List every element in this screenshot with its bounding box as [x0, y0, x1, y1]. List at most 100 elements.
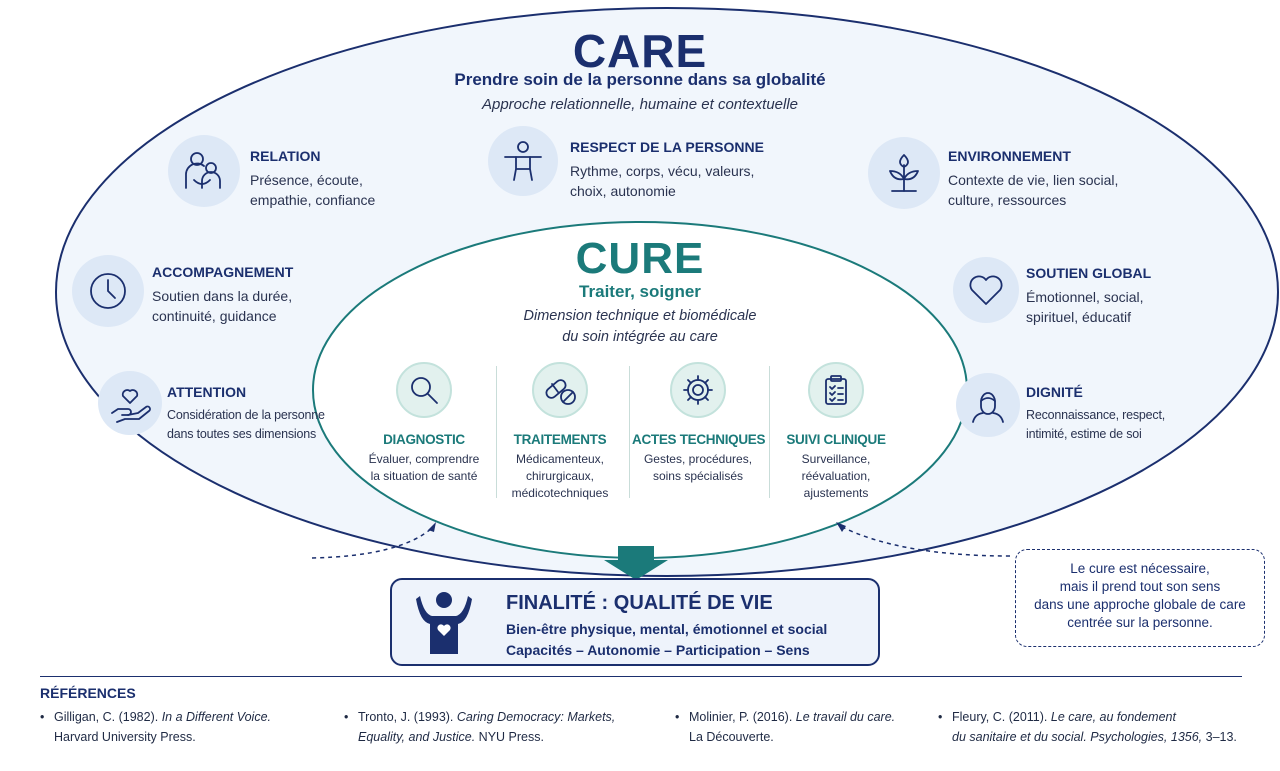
pills-icon [532, 362, 588, 418]
ref-line2-post: NYU Press. [475, 730, 544, 744]
plant-icon [868, 137, 940, 209]
care-description: Approche relationnelle, humaine et conte… [481, 96, 799, 113]
right-arrow-head [836, 522, 846, 532]
care-subtitle: Prendre soin de la personne dans sa glob… [454, 70, 826, 89]
ref-line2: La Découverte. [689, 730, 774, 744]
cure-divider [629, 366, 630, 498]
heart-icon [953, 257, 1019, 323]
bullet: • [675, 710, 680, 724]
item-title: SOUTIEN GLOBAL [1026, 265, 1152, 281]
bullet: • [344, 710, 349, 724]
ref-pre: Gilligan, C. (1982). [54, 710, 162, 724]
note-line: Le cure est nécessaire, [1070, 561, 1210, 576]
cure-col-line: Surveillance, [801, 452, 871, 466]
down-arrow [604, 546, 668, 580]
finalite-box [390, 578, 880, 666]
ref-pre: Fleury, C. (2011). [952, 710, 1051, 724]
item-desc: Considération de la personne dans toutes… [167, 406, 325, 444]
ref-line2-italic: du sanitaire et du social. Psychologies,… [952, 730, 1203, 744]
cure-col-desc: Médicamenteux, chirurgicaux, médicotechn… [494, 451, 626, 502]
item-desc: Reconnaissance, respect, intimité, estim… [1026, 406, 1165, 444]
ref-pre: Tronto, J. (1993). [358, 710, 457, 724]
cure-col-traitements: TRAITEMENTS Médicamenteux, chirurgicaux,… [494, 362, 626, 502]
care-item-attention: ATTENTION Considération de la personne d… [167, 384, 325, 444]
item-line: Reconnaissance, respect, [1026, 408, 1166, 422]
cure-divider [496, 366, 497, 498]
ref-italic: Le care, au fondement [1050, 710, 1176, 724]
item-line: Émotionnel, social, [1026, 289, 1144, 305]
item-line: Considération de la personne [167, 408, 325, 422]
cure-description: Dimension technique et biomédicale du so… [0, 306, 1280, 348]
care-item-environnement: ENVIRONNEMENT Contexte de vie, lien soci… [948, 148, 1118, 210]
note-line: dans une approche globale de care [1034, 597, 1246, 612]
left-arrow-head [428, 522, 436, 532]
note-line: mais il prend tout son sens [1059, 579, 1221, 594]
item-line: intimité, estime de soi [1026, 427, 1142, 441]
finalite-title: FINALITÉ : QUALITÉ DE VIE [506, 592, 773, 614]
cure-col-line: Gestes, procédures, [643, 452, 753, 466]
ref-italic: In a Different Voice. [161, 710, 272, 724]
cure-col-suivi-clinique: SUIVI CLINIQUE Surveillance, réévaluatio… [770, 362, 902, 502]
item-title: RESPECT DE LA PERSONNE [570, 139, 764, 155]
cure-description-line: du soin intégrée au care [562, 329, 718, 345]
item-line: Rythme, corps, vécu, valeurs, [570, 163, 755, 179]
ref-italic: Caring Democracy: Markets, [456, 710, 616, 724]
ref-line2-italic: Equality, and Justice. [358, 730, 476, 744]
cure-col-line: Évaluer, comprendre [368, 452, 480, 466]
left-dashed-arrow [311, 527, 433, 559]
cure-col-line: réévaluation, [801, 469, 871, 483]
cure-col-line: chirurgicaux, [525, 469, 595, 483]
care-item-accompagnement: ACCOMPAGNEMENT Soutien dans la durée, co… [152, 264, 293, 326]
finalite-line-2: Capacités – Autonomie – Participation – … [506, 642, 810, 658]
item-title: DIGNITÉ [1026, 384, 1083, 400]
cure-col-desc: Gestes, procédures, soins spécialisés [632, 451, 764, 485]
item-line: empathie, confiance [250, 192, 376, 208]
cure-col-line: la situation de santé [370, 469, 478, 483]
cure-col-actes-techniques: ACTES TECHNIQUES Gestes, procédures, soi… [632, 362, 766, 485]
bullet: • [938, 710, 943, 724]
item-desc: Soutien dans la durée, continuité, guida… [152, 286, 293, 326]
item-title: ACCOMPAGNEMENT [152, 264, 294, 280]
cure-col-line: ajustements [803, 486, 869, 500]
item-title: ENVIRONNEMENT [948, 148, 1071, 164]
ref-pre: Molinier, P. (2016). [689, 710, 796, 724]
care-item-soutien-global: SOUTIEN GLOBAL Émotionnel, social, spiri… [1026, 265, 1151, 327]
cure-col-title: SUIVI CLINIQUE [786, 432, 886, 447]
cure-description-line: Dimension technique et biomédicale [523, 308, 757, 324]
item-line: dans toutes ses dimensions [167, 427, 317, 441]
cure-col-diagnostic: DIAGNOSTIC Évaluer, comprendre la situat… [358, 362, 490, 485]
item-desc: Émotionnel, social, spirituel, éducatif [1026, 287, 1151, 327]
ref-line2: Harvard University Press. [54, 730, 196, 744]
cure-subtitle: Traiter, soigner [579, 282, 701, 301]
care-item-respect: RESPECT DE LA PERSONNE Rythme, corps, vé… [570, 139, 764, 201]
cure-col-desc: Évaluer, comprendre la situation de sant… [358, 451, 490, 485]
references-divider [40, 676, 1242, 677]
cure-title: CURE [575, 234, 705, 283]
ref-italic: Le travail du care. [795, 710, 896, 724]
bullet: • [40, 710, 45, 724]
item-desc: Contexte de vie, lien social, culture, r… [948, 170, 1118, 210]
item-line: choix, autonomie [570, 183, 676, 199]
finalite-line-1: Bien-être physique, mental, émotionnel e… [506, 621, 828, 637]
reference-item: • Fleury, C. (2011). Le care, au fondeme… [938, 707, 1237, 747]
cure-col-line: Médicamenteux, [515, 452, 605, 466]
item-title: RELATION [250, 148, 321, 164]
care-title: CARE [572, 25, 708, 77]
cure-col-line: soins spécialisés [652, 469, 744, 483]
reference-item: • Molinier, P. (2016). Le travail du car… [675, 707, 896, 747]
person-heart-icon [414, 590, 474, 661]
note-line: centrée sur la personne. [1067, 615, 1213, 630]
item-line: spirituel, éducatif [1026, 309, 1132, 325]
item-desc: Présence, écoute, empathie, confiance [250, 170, 375, 210]
cure-col-title: ACTES TECHNIQUES [632, 432, 766, 447]
person-icon [488, 126, 558, 196]
cure-divider [769, 366, 770, 498]
cure-col-line: médicotechniques [511, 486, 609, 500]
people-icon [168, 135, 240, 207]
ref-line2-post: 3–13. [1202, 730, 1237, 744]
care-item-relation: RELATION Présence, écoute, empathie, con… [250, 148, 375, 210]
reference-item: • Tronto, J. (1993). Caring Democracy: M… [344, 707, 616, 747]
reference-item: • Gilligan, C. (1982). In a Different Vo… [40, 707, 272, 747]
face-icon [956, 373, 1020, 437]
